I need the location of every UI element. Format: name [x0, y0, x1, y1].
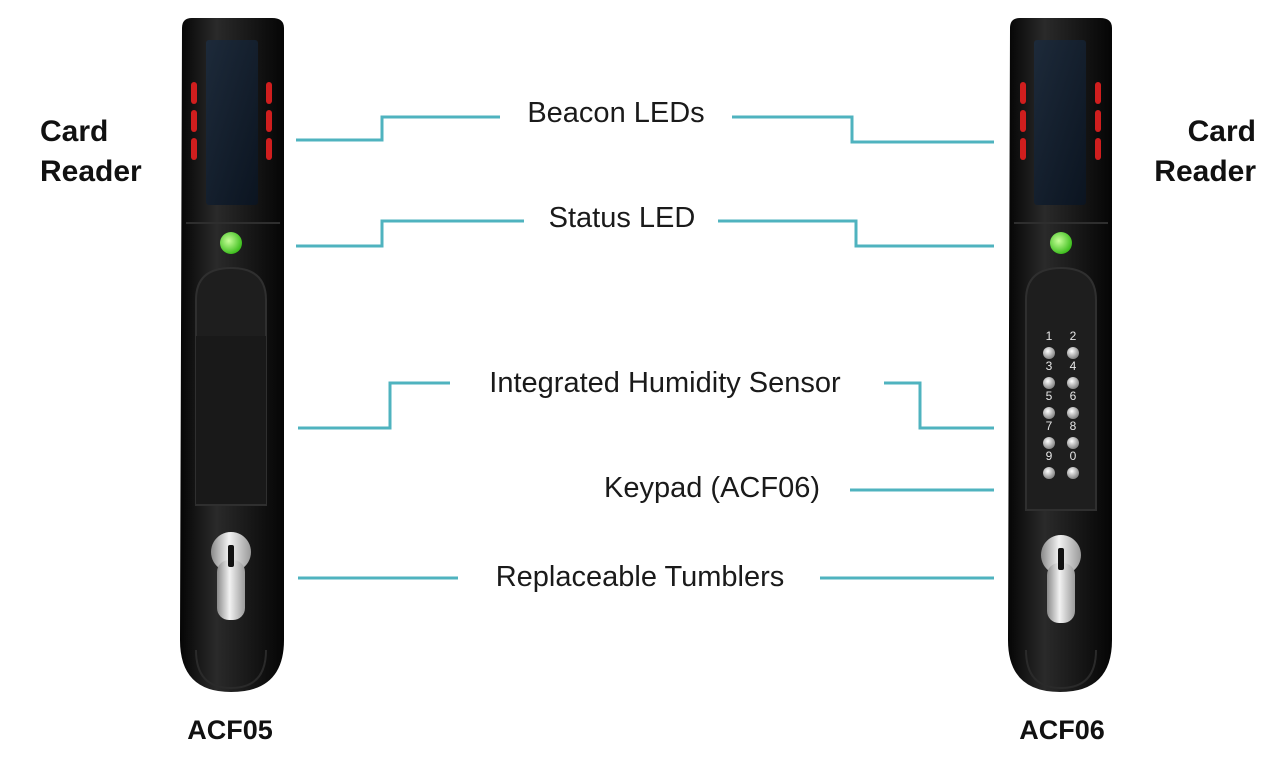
- beacon-leds-right: [1020, 82, 1101, 160]
- keypad-digit-5: 5: [1046, 389, 1053, 403]
- status-leader-right: [718, 219, 994, 248]
- keypad-panel: [1025, 266, 1097, 511]
- beacon-leader-left: [296, 115, 500, 142]
- cylinder-lock: [1040, 535, 1081, 623]
- card-reader-label-left: Card Reader: [40, 115, 142, 188]
- status-leader-left: [296, 219, 524, 248]
- status-led-label: Status LED: [542, 202, 702, 235]
- humidity-sensor-label: Integrated Humidity Sensor: [483, 367, 847, 400]
- card-reader-label-right: Card Reader: [1154, 115, 1256, 188]
- device-bottom: [195, 649, 267, 690]
- keypad-button-7[interactable]: [1043, 437, 1055, 449]
- keypad-button-9[interactable]: [1043, 467, 1055, 479]
- device-acf06: 1 2 3 4 5 6 7 8 9 0: [1008, 18, 1112, 692]
- keypad-button-5[interactable]: [1043, 407, 1055, 419]
- keypad-digit-9: 9: [1046, 449, 1053, 463]
- beacon-leds-left: [191, 82, 272, 160]
- status-led: [220, 232, 242, 254]
- keypad-button-0[interactable]: [1067, 467, 1079, 479]
- beacon-leader-right: [732, 115, 994, 144]
- keypad-digit-8: 8: [1070, 419, 1077, 433]
- keypad-button-6[interactable]: [1067, 407, 1079, 419]
- cylinder-lock: [210, 532, 251, 620]
- keypad-digit-1: 1: [1046, 329, 1053, 343]
- leader-lines: [296, 115, 994, 580]
- keypad: 1 2 3 4 5 6 7 8 9 0: [1043, 329, 1079, 479]
- beacon-leds-label: Beacon LEDs: [521, 97, 711, 130]
- keypad-button-1[interactable]: [1043, 347, 1055, 359]
- keypad-button-4[interactable]: [1067, 377, 1079, 389]
- device-bottom: [1025, 649, 1097, 690]
- card-reader-window: [206, 40, 258, 205]
- model-label-acf05: ACF05: [187, 715, 273, 745]
- keypad-digit-3: 3: [1046, 359, 1053, 373]
- keypad-button-2[interactable]: [1067, 347, 1079, 359]
- model-label-acf06: ACF06: [1019, 715, 1105, 745]
- device-acf05: [180, 18, 284, 692]
- keypad-digit-2: 2: [1070, 329, 1077, 343]
- humidity-leader-left: [298, 381, 450, 430]
- keypad-button-3[interactable]: [1043, 377, 1055, 389]
- keypad-digit-0: 0: [1070, 449, 1077, 463]
- keypad-digit-4: 4: [1070, 359, 1077, 373]
- keypad-digit-7: 7: [1046, 419, 1053, 433]
- card-reader-window: [1034, 40, 1086, 205]
- status-led: [1050, 232, 1072, 254]
- keypad-label: Keypad (ACF06): [598, 472, 826, 505]
- keypad-digit-6: 6: [1070, 389, 1077, 403]
- tumblers-label: Replaceable Tumblers: [489, 561, 791, 594]
- humidity-leader-right: [884, 381, 994, 430]
- keypad-button-8[interactable]: [1067, 437, 1079, 449]
